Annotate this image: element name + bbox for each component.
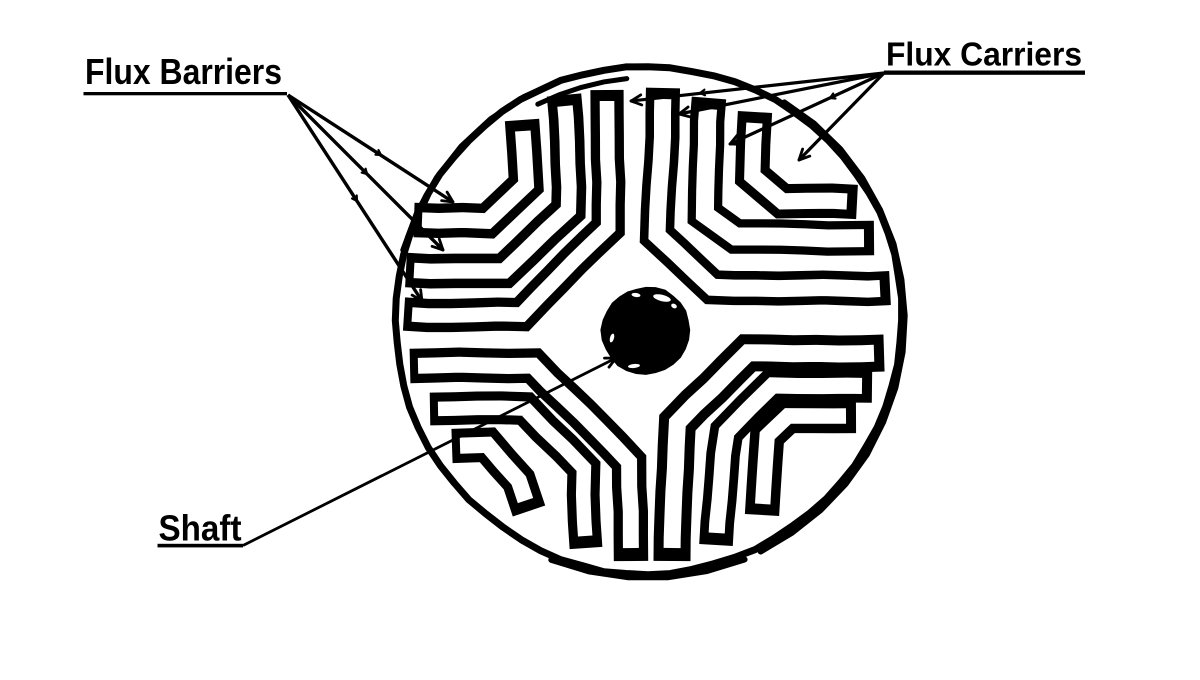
svg-text:Flux Carriers: Flux Carriers: [886, 36, 1082, 73]
svg-text:Flux Barriers: Flux Barriers: [85, 51, 282, 92]
svg-text:Shaft: Shaft: [159, 508, 242, 549]
